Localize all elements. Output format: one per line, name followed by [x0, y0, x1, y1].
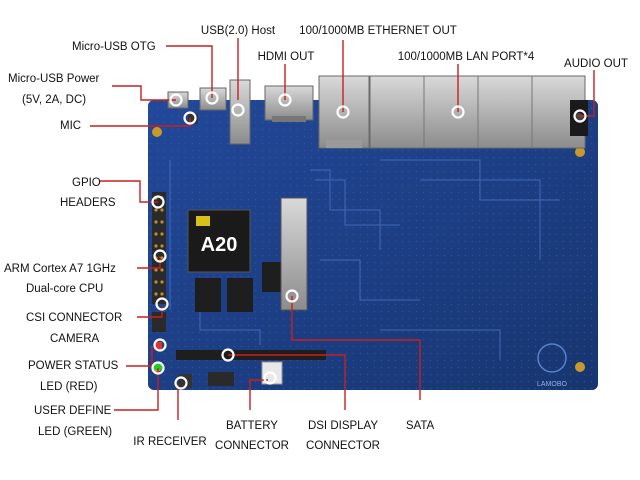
- label-micro-usb-power: Micro-USB Power: [8, 73, 100, 85]
- board-brand: LAMOBO: [537, 381, 568, 388]
- sata-connector: [280, 197, 308, 311]
- label-dsi-display: DSI DISPLAY: [307, 420, 379, 432]
- label-cpu: ARM Cortex A7 1GHz: [4, 263, 116, 275]
- label-battery: BATTERY: [226, 420, 278, 432]
- label-hdmi-out: HDMI OUT: [257, 51, 315, 63]
- label-ir-receiver: IR RECEIVER: [133, 436, 207, 448]
- label-power-status-led: LED (RED): [40, 381, 98, 393]
- label-user-define: USER DEFINE: [34, 405, 112, 417]
- label-battery-connector: CONNECTOR: [215, 440, 289, 452]
- label-cpu-cores: Dual-core CPU: [26, 283, 104, 295]
- ethernet-ports: [318, 75, 586, 149]
- chip-label: A20: [201, 234, 238, 256]
- gpio-header: [152, 192, 166, 304]
- label-gpio: GPIO: [72, 177, 101, 189]
- label-ethernet-out: 100/1000MB ETHERNET OUT: [299, 25, 457, 37]
- callout-markers: [151, 91, 587, 390]
- label-lan-port: 100/1000MB LAN PORT*4: [397, 51, 535, 63]
- ram-chips: [195, 262, 284, 312]
- pcb: [148, 100, 598, 390]
- label-audio-out: AUDIO OUT: [564, 58, 628, 70]
- label-micro-usb-otg: Micro-USB OTG: [72, 41, 156, 53]
- label-sata: SATA: [405, 420, 435, 432]
- label-power-status: POWER STATUS: [28, 360, 119, 372]
- label-user-define-led: LED (GREEN): [38, 426, 113, 438]
- label-dsi-connector: CONNECTOR: [306, 440, 380, 452]
- label-mic: MIC: [60, 120, 82, 132]
- small-components: [154, 114, 198, 370]
- label-usb-host: USB(2.0) Host: [200, 25, 276, 37]
- label-micro-usb-power-spec: (5V, 2A, DC): [22, 94, 87, 106]
- cpu-chip: [187, 209, 251, 273]
- label-gpio-headers: HEADERS: [60, 197, 116, 209]
- label-csi-camera: CAMERA: [50, 333, 100, 345]
- board-emblem: [537, 343, 567, 373]
- csi-connector: [152, 312, 166, 332]
- label-csi-connector: CSI CONNECTOR: [26, 312, 123, 324]
